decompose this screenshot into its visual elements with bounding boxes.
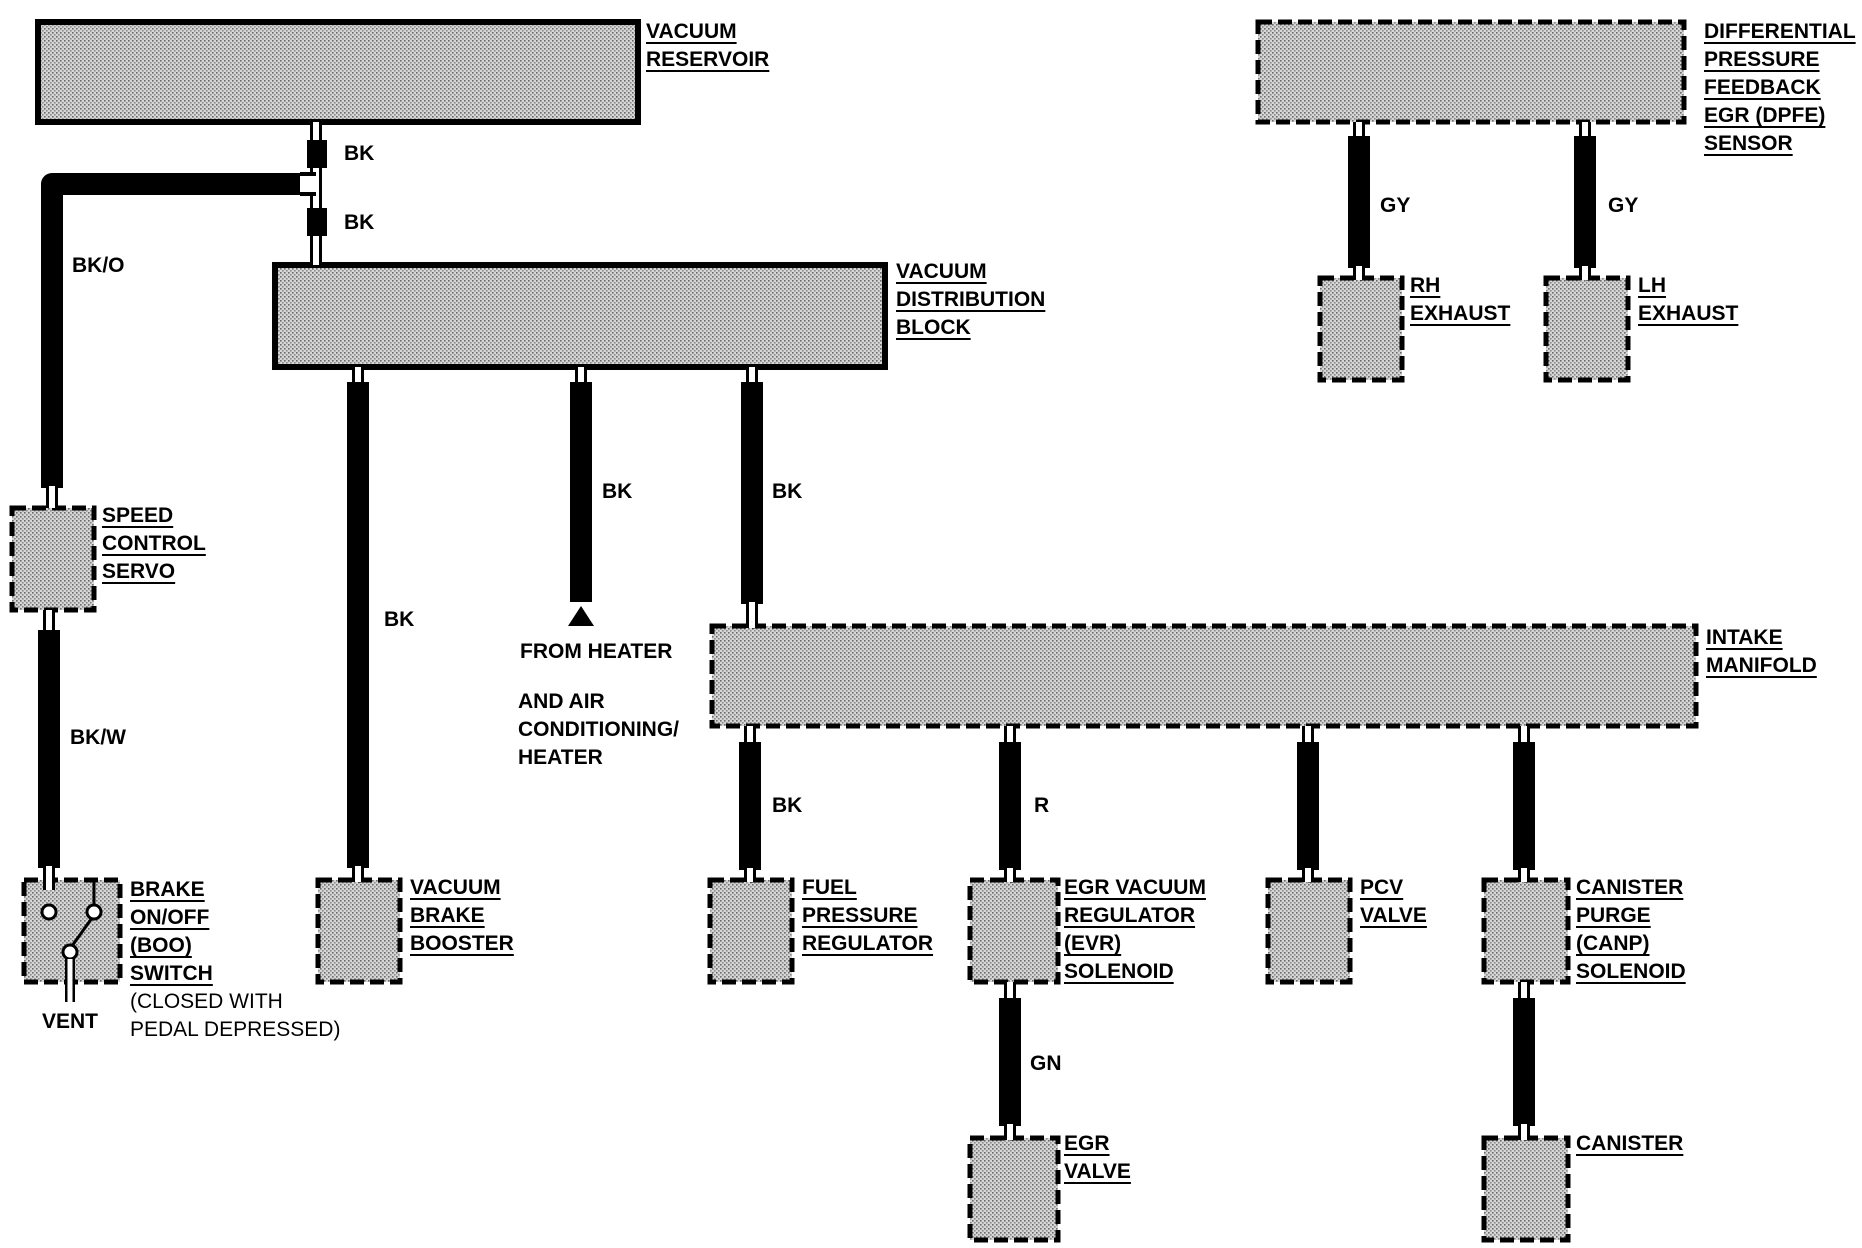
wire-label-speed-control-to-brake: BK/W [70, 726, 126, 749]
vent-label: VENT [42, 1010, 99, 1033]
intake-manifold-box [709, 623, 1699, 729]
connector-upper [307, 140, 327, 168]
speed-control-servo-box [9, 505, 97, 613]
egr-valve-label: EGR VALVE [1064, 1132, 1131, 1183]
vacuum-hoses [38, 122, 1596, 1140]
wire-label-fuel-regulator: BK [772, 794, 803, 817]
egr-vacuum-regulator-box [967, 877, 1061, 985]
vacuum-brake-booster-label: VACUUM BRAKE BOOSTER [410, 876, 514, 955]
pcv-valve-box [1265, 877, 1353, 985]
canister-label: CANISTER [1576, 1132, 1684, 1155]
wire-label-heater: BK [602, 480, 633, 503]
from-heater-label: FROM HEATER [520, 640, 673, 663]
canister-purge-label: CANISTER PURGE (CANP) SOLENOID [1576, 876, 1686, 983]
canister-purge-box [1481, 877, 1571, 985]
wire-label-speed-control-feed: BK/O [72, 254, 125, 277]
vacuum-reservoir-label: VACUUM RESERVOIR [646, 20, 770, 71]
dpfe-sensor-label: DIFFERENTIAL PRESSURE FEEDBACK EGR (DPFE… [1704, 20, 1856, 155]
wire-label-reservoir-upper: BK [344, 142, 375, 165]
lh-exhaust-box [1543, 275, 1631, 383]
lh-exhaust-label: LH EXHAUST [1638, 274, 1739, 325]
hose-heater [568, 367, 594, 626]
speed-control-servo-label: SPEED CONTROL SERVO [102, 504, 206, 583]
egr-vacuum-regulator-label: EGR VACUUM REGULATOR (EVR) SOLENOID [1064, 876, 1206, 983]
intake-manifold-label: INTAKE MANIFOLD [1706, 626, 1817, 677]
canister-box [1481, 1135, 1571, 1243]
vacuum-reservoir-box [35, 19, 641, 125]
brake-switch-label: BRAKE ON/OFF (BOO) SWITCH (CLOSED WITH P… [130, 878, 341, 1041]
fuel-pressure-regulator-box [707, 877, 795, 985]
air-conditioning-label: AND AIR CONDITIONING/ HEATER [518, 690, 679, 769]
vacuum-brake-booster-box [315, 877, 403, 985]
wire-label-intake: BK [772, 480, 803, 503]
brake-switch-contacts [40, 882, 103, 1002]
wire-label-dpfe-lh: GY [1608, 194, 1639, 217]
egr-valve-box [967, 1135, 1061, 1243]
vacuum-distribution-block-box [272, 262, 888, 370]
rh-exhaust-box [1317, 275, 1405, 383]
wire-label-dpfe-rh: GY [1380, 194, 1411, 217]
wire-label-evr: R [1034, 794, 1050, 817]
fuel-pressure-regulator-label: FUEL PRESSURE REGULATOR [802, 876, 934, 955]
wire-label-egr-valve: GN [1030, 1052, 1062, 1075]
dpfe-sensor-box [1255, 19, 1687, 125]
wire-label-reservoir-lower: BK [344, 211, 375, 234]
connector-lower [307, 208, 327, 236]
hose-bk-o [41, 172, 316, 508]
rh-exhaust-label: RH EXHAUST [1410, 274, 1511, 325]
wire-label-brake-booster: BK [384, 608, 415, 631]
heater-arrow [568, 606, 594, 626]
pcv-valve-label: PCV VALVE [1360, 876, 1427, 927]
component-boxes [9, 19, 1699, 1243]
vacuum-distribution-block-label: VACUUM DISTRIBUTION BLOCK [896, 260, 1046, 339]
